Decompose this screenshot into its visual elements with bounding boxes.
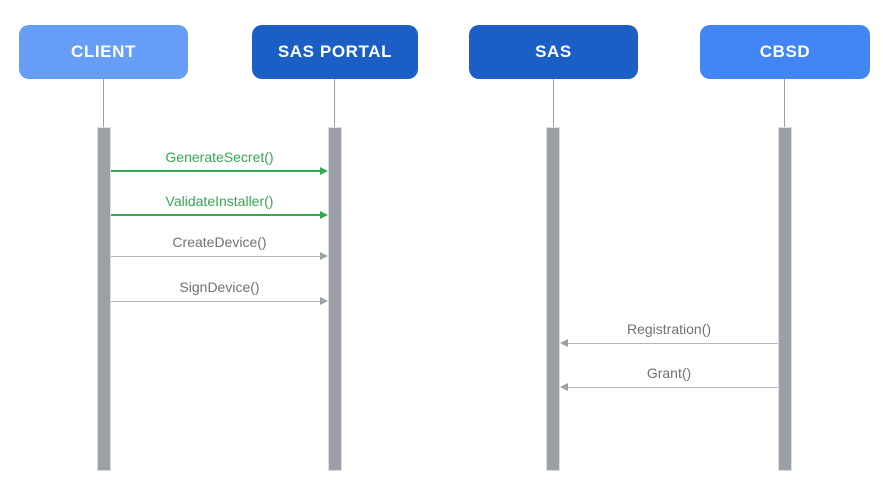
actor-box-sas: SAS	[469, 25, 638, 79]
message-label: GenerateSecret()	[165, 149, 274, 165]
lifeline-sas-portal	[334, 79, 335, 128]
message-create-device: CreateDevice()	[111, 225, 328, 260]
lifeline-sas	[553, 79, 554, 128]
message-validate-installer: ValidateInstaller()	[111, 184, 328, 219]
message-label: Registration()	[626, 321, 712, 337]
message-label: ValidateInstaller()	[165, 193, 274, 209]
actor-label-sas-portal: SAS PORTAL	[277, 42, 393, 61]
message-generate-secret: GenerateSecret()	[111, 140, 328, 175]
arrow-right-icon	[320, 211, 328, 219]
activation-bar-cbsd	[778, 127, 792, 471]
arrow-line	[111, 256, 322, 257]
arrow-left-icon	[560, 383, 568, 391]
actor-box-cbsd: CBSD	[700, 25, 870, 79]
arrow-line	[111, 170, 322, 172]
actor-label-sas: SAS	[535, 42, 572, 61]
message-registration: Registration()	[560, 312, 778, 347]
activation-bar-sas-portal	[328, 127, 342, 471]
arrow-right-icon	[320, 297, 328, 305]
actor-box-sas-portal: SAS PORTAL	[252, 25, 418, 79]
activation-bar-sas	[546, 127, 560, 471]
actor-label-cbsd: CBSD	[759, 42, 811, 61]
arrow-left-icon	[560, 339, 568, 347]
message-grant: Grant()	[560, 356, 778, 391]
actor-box-client: CLIENT	[19, 25, 188, 79]
arrow-line	[566, 387, 778, 388]
arrow-line	[566, 343, 778, 344]
arrow-right-icon	[320, 167, 328, 175]
message-label: SignDevice()	[179, 279, 260, 295]
activation-bar-client	[97, 127, 111, 471]
message-label: Grant()	[646, 365, 692, 381]
message-label: CreateDevice()	[172, 234, 267, 250]
arrow-line	[111, 301, 322, 302]
lifeline-client	[103, 79, 104, 128]
arrow-line	[111, 214, 322, 216]
actor-label-client: CLIENT	[71, 42, 136, 61]
lifeline-cbsd	[784, 79, 785, 128]
message-sign-device: SignDevice()	[111, 270, 328, 305]
arrow-right-icon	[320, 252, 328, 260]
